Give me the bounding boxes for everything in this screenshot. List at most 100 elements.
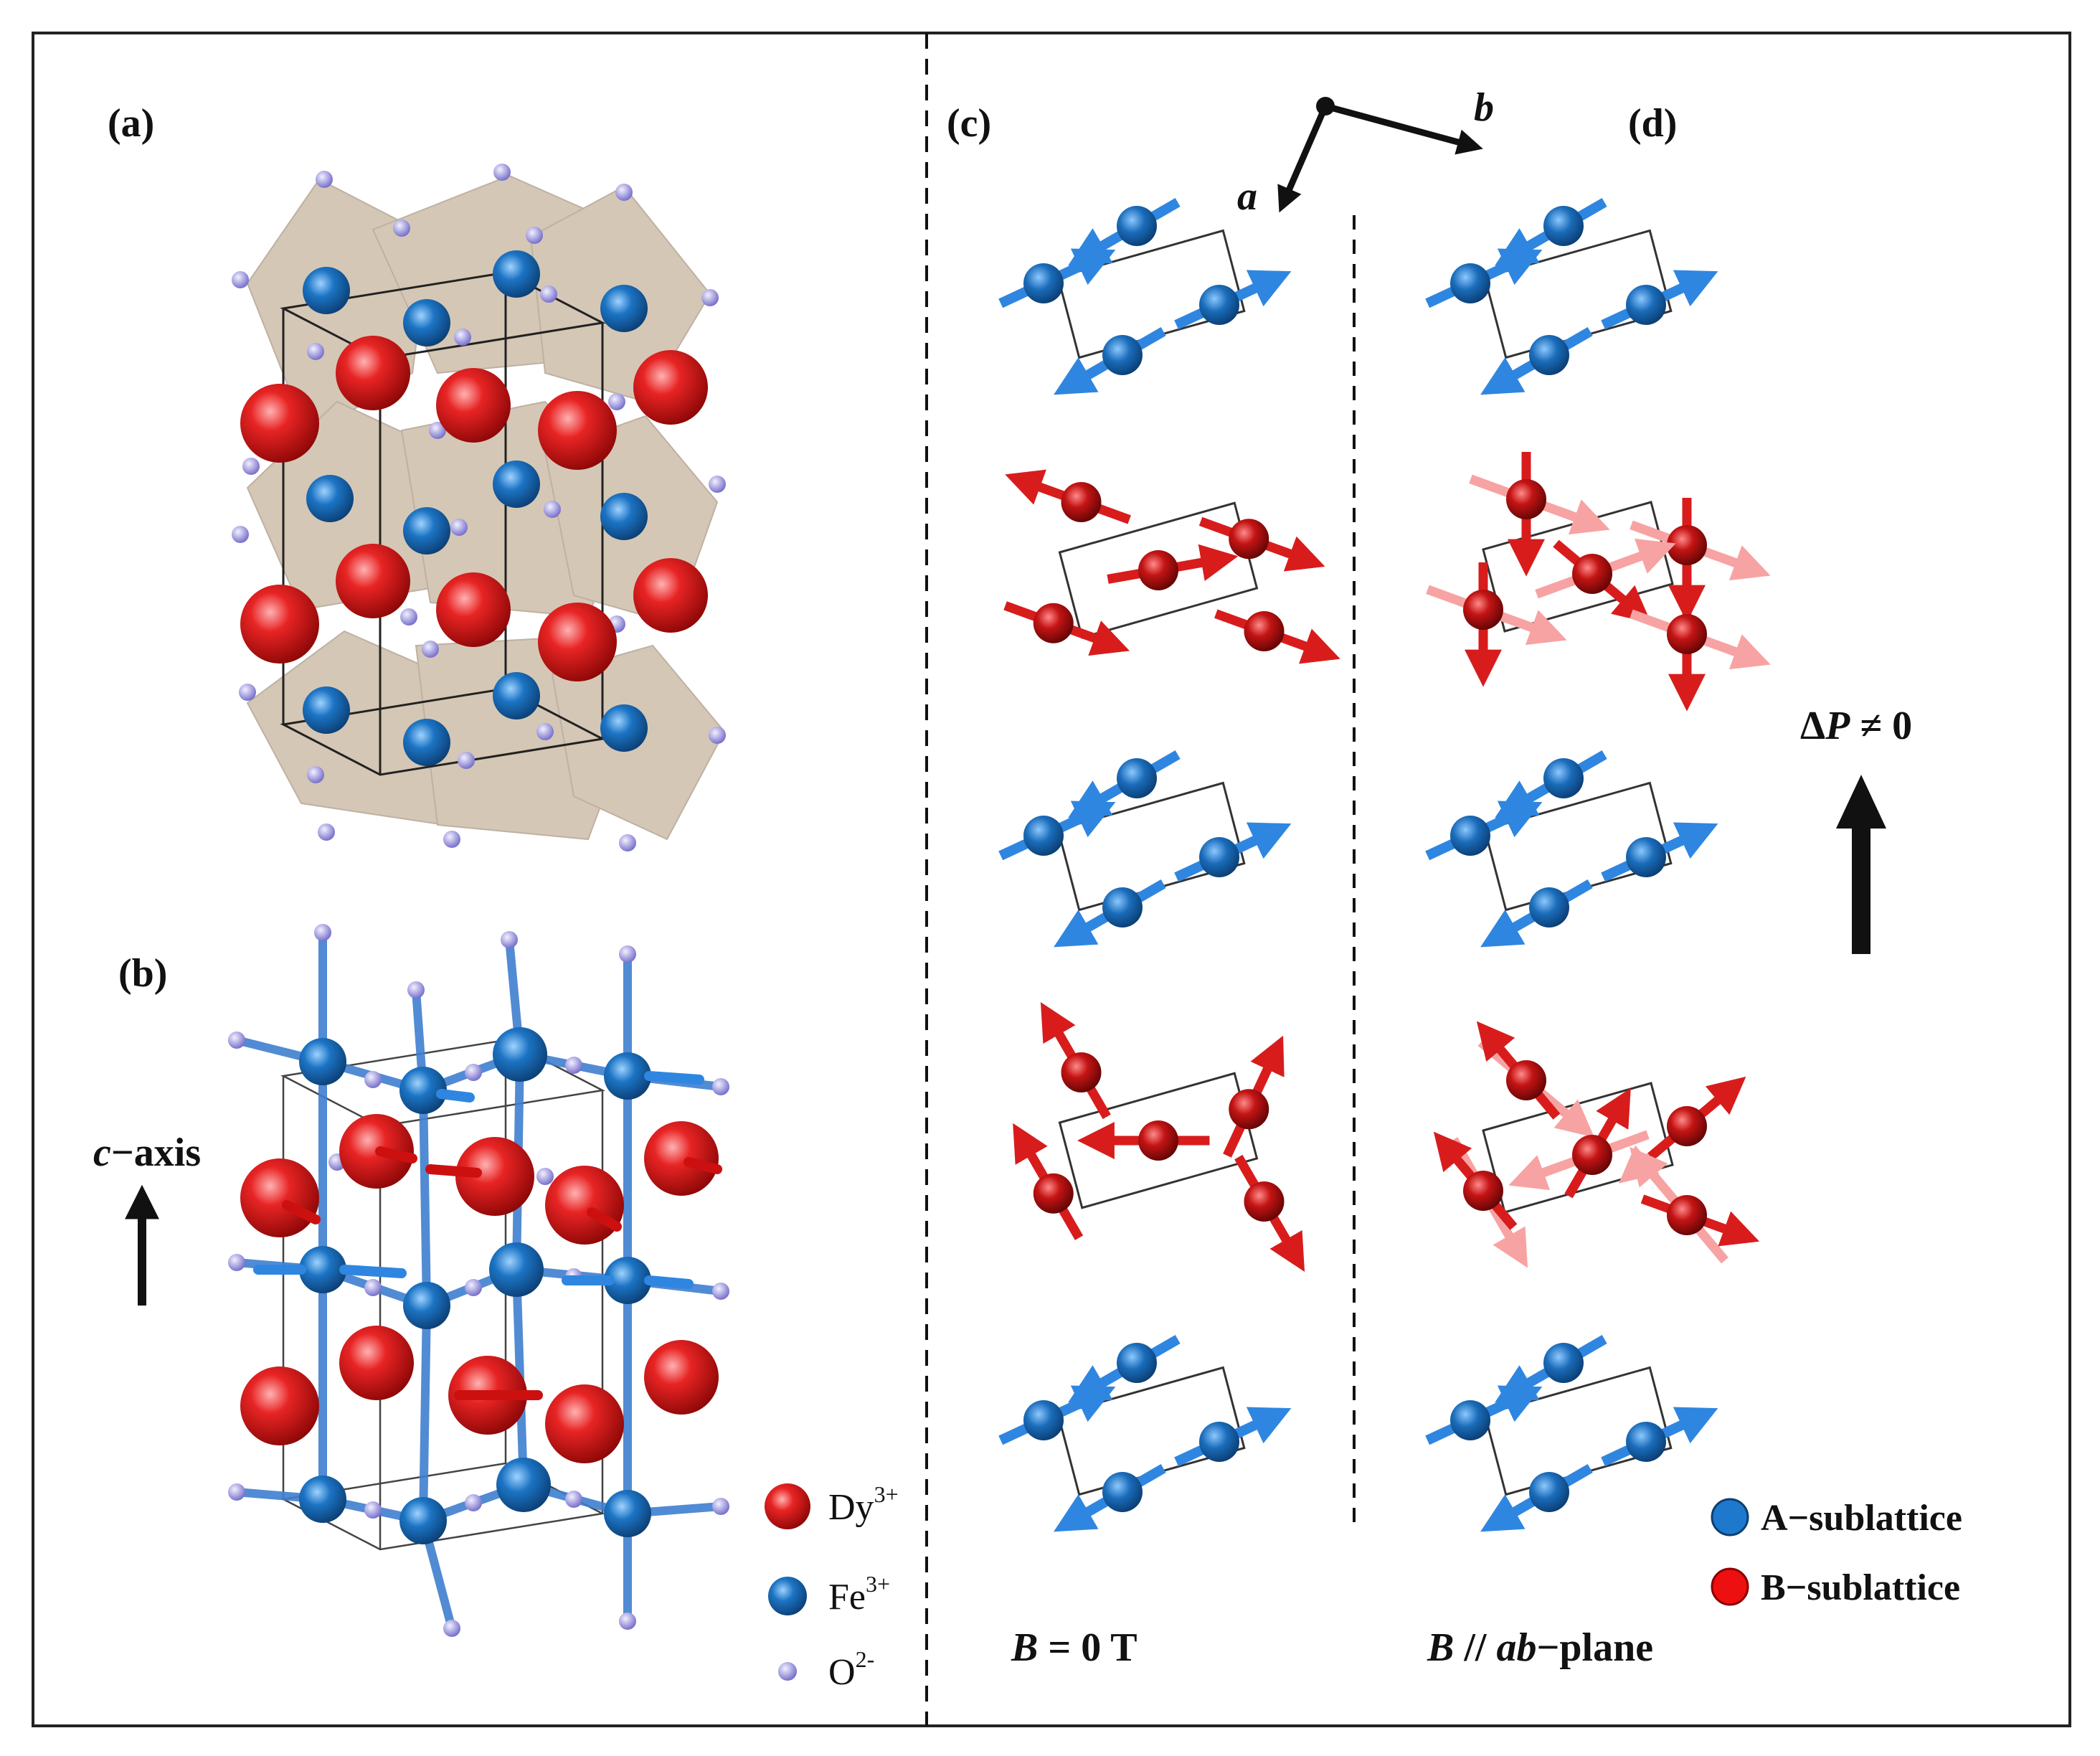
legend-fe-label: Fe3+ <box>828 1571 890 1618</box>
panel-label-a: (a) <box>108 101 154 146</box>
a-sublattice-atom <box>1023 816 1064 856</box>
layer-cell <box>1483 1366 1673 1496</box>
dy-atoms-a <box>240 336 708 681</box>
a-sublattice-atom <box>1450 1400 1490 1440</box>
a-sublattice-atom <box>1117 206 1157 246</box>
b-sublattice-atom <box>1572 1135 1612 1175</box>
a-sublattice-atom <box>1529 887 1569 927</box>
b-sublattice-atom <box>1572 554 1612 594</box>
a-axis-label: a <box>1237 174 1257 219</box>
blue-layer-c-1 <box>998 197 1292 395</box>
fe-atoms-b <box>299 1027 651 1544</box>
oxygen-atoms-a <box>232 164 726 851</box>
b-sublattice-atom <box>1138 550 1178 590</box>
a-sublattice-atom <box>1626 837 1666 877</box>
red-layer-d-4 <box>1433 1021 1760 1268</box>
b-sublattice-atom <box>1667 614 1707 654</box>
b-sublattice-atom <box>1667 1195 1707 1235</box>
panel-label-b: (b) <box>118 951 167 996</box>
legend-o-label: O2- <box>828 1646 874 1693</box>
polarization-indicator: ΔP ≠ 0 <box>1800 704 1912 954</box>
a-sublattice-atom <box>1102 1472 1143 1512</box>
a-sublattice-atom <box>1543 1343 1584 1383</box>
ab-orientation-axes: b a <box>1237 85 1494 219</box>
legend-fe-swatch <box>768 1577 807 1615</box>
polarization-label: ΔP ≠ 0 <box>1800 704 1912 748</box>
field-label-d: B // ab−plane <box>1427 1625 1653 1670</box>
legend-a-sublattice-label: A−sublattice <box>1761 1498 1962 1539</box>
sublattice-legend: A−sublattice B−sublattice <box>1711 1498 1962 1608</box>
c-axis-indicator: c−axis <box>93 1130 201 1306</box>
b-sublattice-atom <box>1138 1120 1178 1161</box>
a-sublattice-atom <box>1543 206 1584 246</box>
polarization-arrow-shaft <box>1852 825 1870 954</box>
a-sublattice-atom <box>1626 285 1666 325</box>
legend-a-sublattice-swatch <box>1711 1498 1749 1536</box>
a-sublattice-atom <box>1529 1472 1569 1512</box>
ion-legend: Dy3+ Fe3+ O2- <box>765 1481 899 1693</box>
a-axis-arrow <box>1277 105 1329 213</box>
layer-cell <box>1483 229 1673 359</box>
a-sublattice-atom <box>1023 263 1064 303</box>
axes-origin <box>1316 97 1335 115</box>
fe-moments-b <box>253 1071 704 1289</box>
b-sublattice-atom <box>1506 1060 1546 1100</box>
field-label-c: B = 0 T <box>1011 1625 1138 1670</box>
a-sublattice-atom <box>1450 263 1490 303</box>
a-sublattice-atom <box>1199 1422 1239 1462</box>
b-sublattice-atom <box>1033 603 1074 643</box>
b-sublattice-atom <box>1667 1106 1707 1146</box>
b-axis-arrow <box>1324 103 1483 155</box>
polarization-arrow-head <box>1836 775 1886 829</box>
a-sublattice-atom <box>1023 1400 1064 1440</box>
layer-cell <box>1058 501 1259 639</box>
b-sublattice-atom <box>1506 479 1546 519</box>
b-sublattice-atom <box>1229 519 1269 560</box>
a-sublattice-atom <box>1199 285 1239 325</box>
layer-cell <box>1056 1366 1246 1496</box>
blue-layer-d-5 <box>1425 1334 1718 1532</box>
layer-cell <box>1058 1072 1259 1209</box>
a-sublattice-atom <box>1102 335 1143 375</box>
legend-b-sublattice-label: B−sublattice <box>1761 1567 1960 1608</box>
a-sublattice-atom <box>1450 816 1490 856</box>
b-axis-label: b <box>1474 85 1494 130</box>
b-sublattice-atom <box>1061 1052 1102 1092</box>
blue-layer-d-3 <box>1425 750 1718 948</box>
fe-atoms-a <box>303 250 648 766</box>
panel-a-structure <box>232 164 726 851</box>
legend-dy-swatch <box>765 1483 810 1529</box>
b-sublattice-atom <box>1244 1181 1285 1222</box>
a-sublattice-atom <box>1117 758 1157 798</box>
layer-cell <box>1056 781 1246 912</box>
panel-label-d: (d) <box>1628 101 1677 146</box>
b-sublattice-atom <box>1463 1171 1503 1211</box>
layer-cell <box>1056 229 1246 359</box>
blue-layer-c-3 <box>998 750 1292 948</box>
b-sublattice-atom <box>1667 525 1707 565</box>
b-sublattice-atom <box>1033 1173 1074 1214</box>
b-sublattice-atom <box>1229 1089 1269 1130</box>
legend-b-sublattice-swatch <box>1711 1567 1749 1606</box>
b-sublattice-atom <box>1244 611 1285 651</box>
red-layer-d-2 <box>1426 452 1771 712</box>
dy-atoms-b <box>240 1114 719 1463</box>
a-sublattice-atom <box>1529 335 1569 375</box>
oxygen-atoms-b <box>228 924 729 1637</box>
red-layer-c-2 <box>1003 469 1340 664</box>
a-sublattice-atom <box>1102 887 1143 927</box>
c-axis-label: c−axis <box>93 1130 201 1175</box>
layer-cell <box>1483 781 1673 912</box>
a-sublattice-atom <box>1199 837 1239 877</box>
panel-label-c: (c) <box>947 101 991 146</box>
b-sublattice-atom <box>1463 590 1503 630</box>
dy-moments-b <box>282 1146 722 1400</box>
blue-layer-c-5 <box>998 1334 1292 1532</box>
legend-o-swatch <box>778 1662 797 1681</box>
panel-b-structure <box>228 924 729 1637</box>
b-sublattice-atom <box>1061 482 1102 522</box>
blue-layer-d-1 <box>1425 197 1718 395</box>
figure-frame <box>32 32 2071 1727</box>
a-sublattice-atom <box>1117 1343 1157 1383</box>
